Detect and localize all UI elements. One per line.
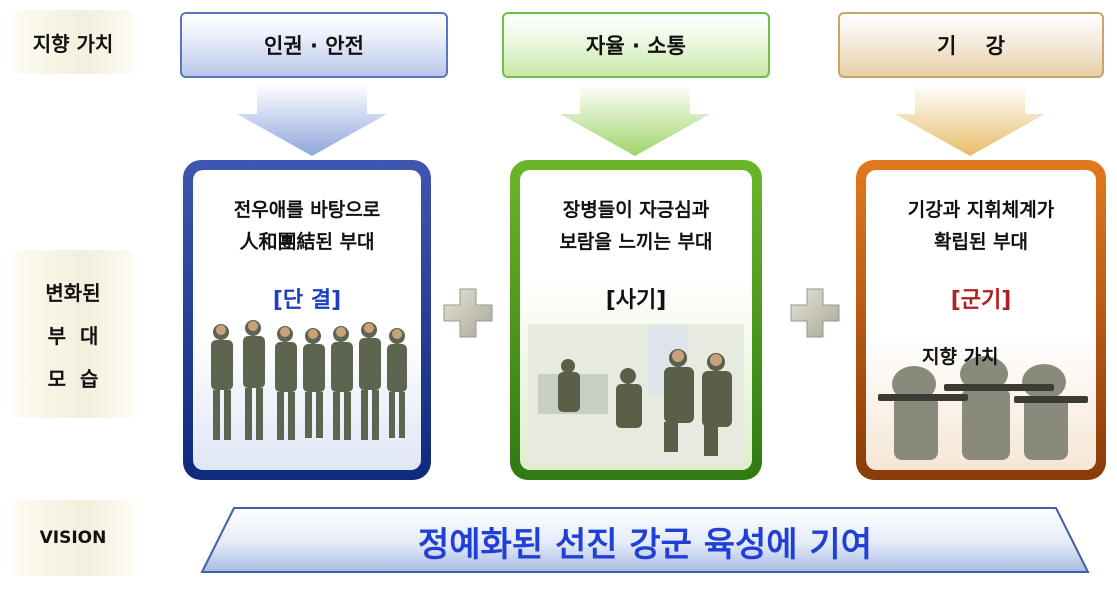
unit-card-1-line-1: 전우애를 바탕으로 <box>233 199 381 221</box>
down-arrow-icon <box>237 84 387 156</box>
unit-card-2-desc: 장병들이 자긍심과 보람을 느끼는 부대 <box>520 194 752 258</box>
unit-card-3-keyword: [군기] <box>950 288 1012 313</box>
unit-card-1-keyword: [단 결] <box>272 288 342 313</box>
label-vision-text: VISION <box>39 528 107 548</box>
label-changed-line-2: 부 대 <box>47 323 99 348</box>
unit-card-1-line-2: 人和團結된 부대 <box>239 231 375 253</box>
soldiers-seated-photo <box>528 324 744 464</box>
label-changed-line-3: 모 습 <box>47 366 99 391</box>
value-pill-discipline: 기 강 <box>838 12 1104 78</box>
value-pill-human-rights: 인권 · 안전 <box>180 12 448 78</box>
plus-icon <box>443 288 493 338</box>
label-target-values: 지향 가치 <box>12 10 134 74</box>
unit-card-discipline: 기강과 지휘체계가 확립된 부대 [군기] 지향 가치 <box>856 160 1106 480</box>
unit-card-morale: 장병들이 자긍심과 보람을 느끼는 부대 [사기] <box>510 160 762 480</box>
vision-statement: 정예화된 선진 강군 육성에 기여 <box>418 524 872 565</box>
unit-card-1-desc: 전우애를 바탕으로 人和團結된 부대 <box>193 194 421 258</box>
label-vision: VISION <box>12 500 134 576</box>
unit-card-3-overlay-text: 지향 가치 <box>922 346 999 368</box>
plus-icon <box>790 288 840 338</box>
unit-card-unity: 전우애를 바탕으로 人和團結된 부대 [단 결] <box>183 160 431 480</box>
unit-card-3-desc: 기강과 지휘체계가 확립된 부대 <box>866 194 1096 258</box>
label-changed-unit: 변화된 부 대 모 습 <box>12 250 134 418</box>
unit-card-2-line-2: 보람을 느끼는 부대 <box>559 231 713 253</box>
value-pill-1-text: 인권 · 안전 <box>264 34 364 58</box>
value-pill-2-text: 자율 · 소통 <box>586 34 686 58</box>
unit-card-3-line-1: 기강과 지휘체계가 <box>907 199 1055 221</box>
soldiers-walking-photo <box>211 320 407 440</box>
value-pill-autonomy: 자율 · 소통 <box>502 12 770 78</box>
unit-card-2-line-1: 장병들이 자긍심과 <box>562 199 710 221</box>
value-pill-3-text: 기 강 <box>937 34 1005 58</box>
unit-card-3-line-2: 확립된 부대 <box>933 231 1028 253</box>
soldiers-aiming-photo <box>878 356 1088 460</box>
label-target-values-text: 지향 가치 <box>32 31 114 56</box>
down-arrow-icon <box>560 84 710 156</box>
unit-card-2-keyword: [사기] <box>605 288 667 313</box>
down-arrow-icon <box>895 84 1045 156</box>
vision-banner <box>200 507 1090 573</box>
label-changed-line-1: 변화된 <box>45 280 101 305</box>
